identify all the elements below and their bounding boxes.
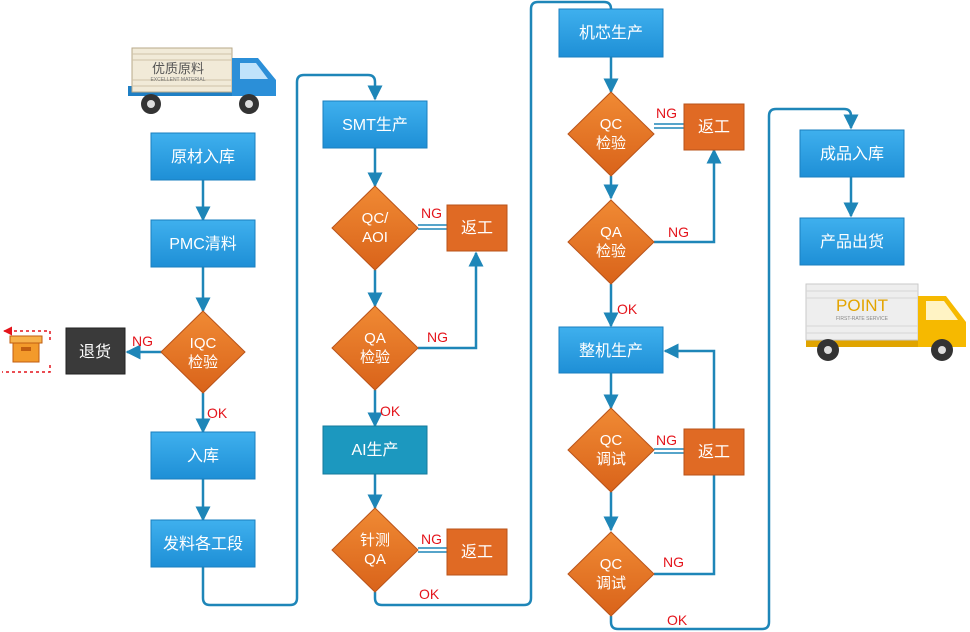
process-raw-storage-label: 原材入库 (171, 148, 235, 166)
connector-qa2-to-rework3 (654, 148, 722, 244)
flow-tags: NG OK NG NG OK NG OK NG NG OK NG NG OK (132, 105, 689, 628)
connector-qa1-to-rework1 (418, 251, 484, 350)
tag-ok-qa1: OK (380, 403, 401, 419)
rework-2-label: 返工 (461, 543, 493, 561)
tag-ng-debug2: NG (663, 554, 684, 570)
process-ai: AI生产 (322, 425, 428, 475)
decision-qc-debug-2-line2: 调试 (596, 575, 626, 592)
decision-qc-debug-1: QC 调试 (567, 407, 655, 493)
decision-qa1-line2: 检验 (360, 349, 390, 366)
rework-4: 返工 (683, 428, 745, 476)
process-smt-label: SMT生产 (342, 116, 408, 134)
tag-ng-aoi: NG (421, 205, 442, 221)
decision-iqc-line2: 检验 (188, 354, 218, 371)
delivery-truck-title: POINT (836, 296, 888, 315)
tag-ng-pin: NG (421, 531, 442, 547)
rework-1: 返工 (446, 204, 508, 252)
decision-qa2: QA 检验 (567, 199, 655, 285)
decision-qc3: QC 检验 (567, 91, 655, 177)
flow-connectors (125, 0, 859, 631)
reject-return-goods: 退货 (65, 327, 126, 375)
decision-qc-aoi-line1: QC/ (362, 210, 390, 227)
decision-qc-aoi-line2: AOI (362, 229, 388, 246)
decision-qc-aoi: QC/ AOI (331, 185, 419, 271)
decision-qc-debug-2-line1: QC (600, 556, 623, 573)
return-indicator (2, 326, 51, 373)
return-goods-label: 退货 (79, 343, 111, 361)
tag-ng-qa1: NG (427, 329, 448, 345)
tag-ok-debug2: OK (667, 612, 688, 628)
raw-material-truck: 优质原料 EXCELLENT MATERIAL (128, 47, 276, 114)
decision-qc-debug-1-line2: 调试 (596, 451, 626, 468)
decision-iqc: IQC 检验 (160, 310, 246, 394)
tag-ng-iqc: NG (132, 333, 153, 349)
raw-truck-title: 优质原料 (152, 61, 204, 76)
box-icon (9, 335, 43, 363)
decision-qa1: QA 检验 (331, 305, 419, 391)
decision-qc3-line1: QC (600, 116, 623, 133)
decision-iqc-line1: IQC (190, 335, 217, 352)
decision-pin-qa-line1: 针测 (360, 532, 390, 549)
process-shipping-label: 产品出货 (820, 233, 884, 251)
tag-ok-iqc: OK (207, 405, 228, 421)
tag-ok-qa2: OK (617, 301, 638, 317)
tag-ng-debug1: NG (656, 432, 677, 448)
process-raw-storage: 原材入库 (150, 132, 256, 181)
process-ai-label: AI生产 (351, 441, 398, 459)
decision-pin-qa-line2: QA (364, 551, 386, 568)
process-core: 机芯生产 (558, 8, 664, 58)
raw-truck-subtitle: EXCELLENT MATERIAL (150, 77, 205, 83)
decision-pin-qa: 针测 QA (331, 507, 419, 593)
delivery-truck: POINT FIRST-RATE SERVICE (805, 283, 966, 361)
decision-qc3-line2: 检验 (596, 135, 626, 152)
connector-pin-to-core (373, 0, 613, 607)
tag-ng-qc3: NG (656, 105, 677, 121)
connector-debug2-to-finished (609, 107, 859, 631)
rework-1-label: 返工 (461, 219, 493, 237)
decision-qc-debug-2: QC 调试 (567, 531, 655, 617)
process-pmc: PMC清料 (150, 219, 256, 268)
tag-ng-qa2: NG (668, 224, 689, 240)
process-storage-label: 入库 (187, 447, 219, 465)
decision-qc-debug-1-line1: QC (600, 432, 623, 449)
decision-qa2-line1: QA (600, 224, 622, 241)
process-storage: 入库 (150, 431, 256, 480)
delivery-truck-wheels (817, 339, 953, 361)
rework-3: 返工 (683, 103, 745, 151)
delivery-truck-subtitle: FIRST-RATE SERVICE (836, 316, 889, 322)
process-shipping: 产品出货 (799, 217, 905, 266)
rework-3-label: 返工 (698, 118, 730, 136)
process-pmc-label: PMC清料 (169, 235, 237, 253)
decision-qa2-line2: 检验 (596, 243, 626, 260)
process-assembly: 整机生产 (558, 326, 664, 374)
connector-dispatch-to-smt (201, 73, 383, 607)
tag-ok-pin: OK (419, 586, 440, 602)
process-finished-storage-label: 成品入库 (820, 145, 884, 163)
rework-4-label: 返工 (698, 443, 730, 461)
process-assembly-label: 整机生产 (579, 342, 643, 360)
decision-qa1-line1: QA (364, 330, 386, 347)
process-core-label: 机芯生产 (579, 24, 643, 42)
raw-truck-wheels (141, 94, 259, 114)
process-dispatch-label: 发料各工段 (163, 535, 243, 553)
process-smt: SMT生产 (322, 100, 428, 149)
rework-2: 返工 (446, 528, 508, 576)
process-finished-storage: 成品入库 (799, 129, 905, 178)
process-dispatch: 发料各工段 (150, 519, 256, 568)
